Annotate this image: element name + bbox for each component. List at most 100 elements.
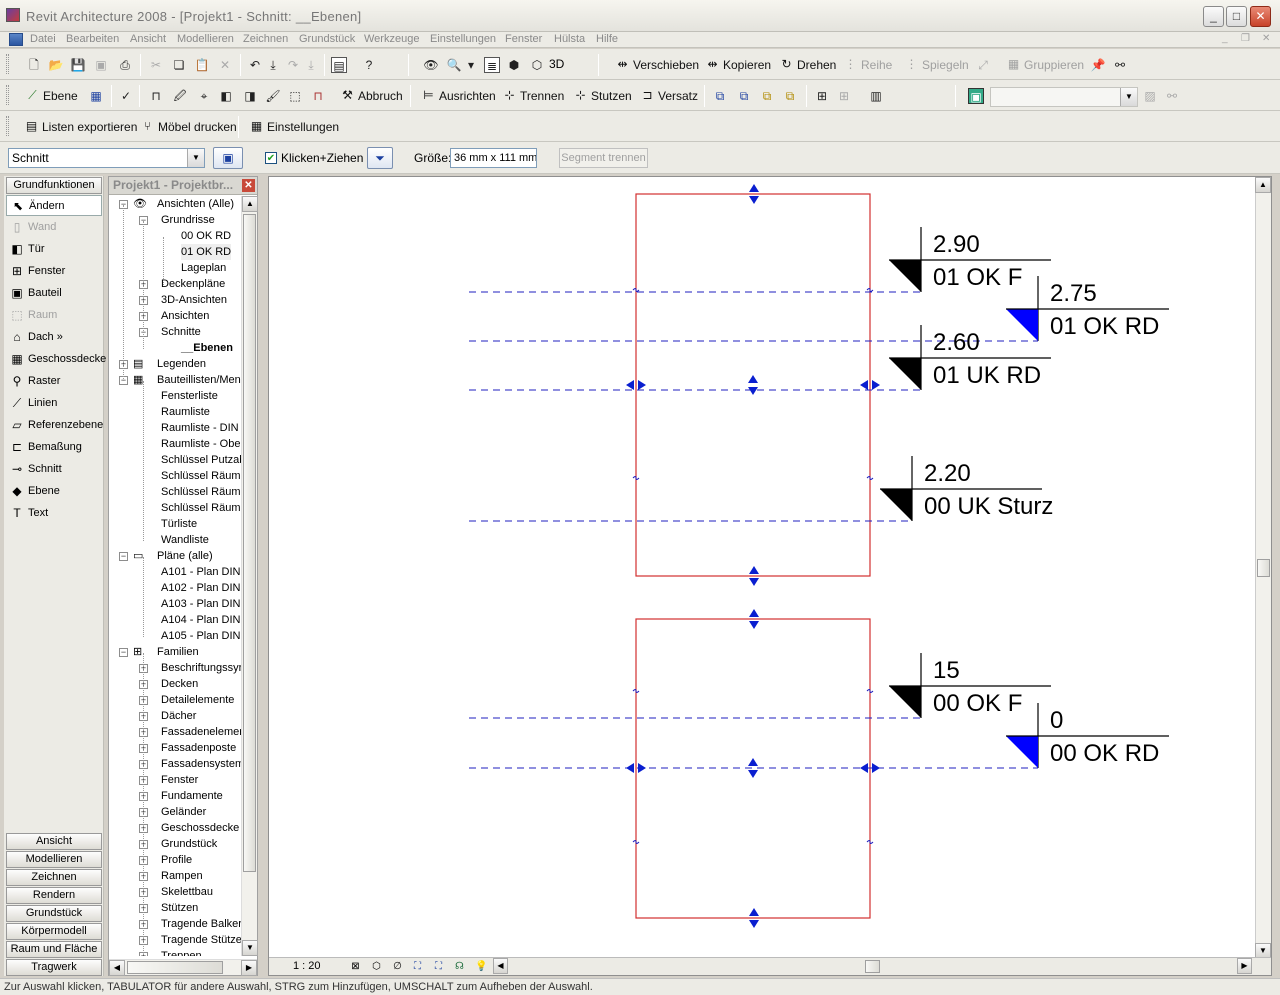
filter-button[interactable]: ⏷ — [367, 147, 393, 169]
palette-tab-tragwerk[interactable]: Tragwerk — [6, 959, 102, 976]
offset-button[interactable]: ⊐Versatz — [640, 87, 698, 105]
eye-view-icon[interactable]: 👁 — [423, 58, 439, 72]
properties-icon[interactable]: ▤ — [331, 57, 347, 73]
menu-einstellungen[interactable]: Einstellungen — [430, 33, 497, 45]
crop-view-icon[interactable]: ⛶ — [414, 961, 421, 972]
minimize-button[interactable]: _ — [1203, 6, 1224, 27]
tree-node[interactable]: Pläne (alle) — [157, 550, 213, 562]
edit-group-icon[interactable]: ⊞ — [838, 89, 850, 103]
tree-node[interactable]: Schlüssel Räume — [161, 486, 241, 498]
scroll-right-icon[interactable]: ▶ — [1237, 958, 1252, 974]
help-pointer-icon[interactable]: ? — [365, 58, 373, 72]
drag-handle-vertical[interactable] — [749, 566, 759, 586]
drag-handle-vertical[interactable] — [748, 375, 758, 395]
tree-node[interactable]: 00 OK RD — [181, 230, 232, 242]
toolbar-grip[interactable] — [6, 116, 9, 136]
eyedropper-icon[interactable]: 🖉 — [173, 89, 187, 103]
print-icon[interactable]: ⎙ — [120, 58, 130, 72]
palette-item-bauteil[interactable]: ▣Bauteil — [6, 283, 102, 304]
spellcheck-icon[interactable]: ✓ — [120, 89, 132, 103]
palette-tab-rendern[interactable]: Rendern — [6, 887, 102, 904]
level-elevation[interactable]: 15 — [933, 657, 960, 684]
menu-fenster[interactable]: Fenster — [505, 33, 543, 45]
level-elevation[interactable]: 2.60 — [933, 329, 980, 356]
thin-lines-icon[interactable]: ≣ — [484, 57, 500, 73]
level-5[interactable]: 000 OK RD — [469, 703, 1169, 769]
tree-node[interactable]: Familien — [157, 646, 199, 658]
menu-werkzeuge[interactable]: Werkzeuge — [364, 33, 420, 45]
zoom-list-icon[interactable]: ▾ — [467, 58, 475, 72]
pin-icon[interactable]: 📌 — [1090, 58, 1106, 72]
3d-default-icon[interactable]: ⬡ — [531, 58, 543, 72]
close-button[interactable]: ✕ — [1250, 6, 1271, 27]
undo-icon[interactable]: ↶ — [249, 58, 261, 72]
shadows-icon[interactable]: ∅ — [393, 961, 402, 972]
tree-node[interactable]: Detailelemente — [161, 694, 235, 706]
copy-clipboard-icon[interactable]: ⧉ — [715, 89, 725, 103]
menu-grundstueck[interactable]: Grundstück — [299, 33, 356, 45]
tree-node[interactable]: Fassadenposte — [161, 742, 237, 754]
palette-tab-grundstück[interactable]: Grundstück — [6, 905, 102, 922]
size-input[interactable]: 36 mm x 111 mm — [450, 148, 537, 168]
paste-level-icon[interactable]: ⧉ — [762, 89, 772, 103]
new-file-icon[interactable]: 🗋 — [29, 58, 39, 72]
wall-joins-icon[interactable]: ⊓ — [313, 89, 323, 103]
level-name[interactable]: 00 OK F — [933, 690, 1022, 717]
level-elevation[interactable]: 0 — [1050, 707, 1063, 734]
palette-item-fenster[interactable]: ⊞Fenster — [6, 261, 102, 282]
level-name[interactable]: 01 UK RD — [933, 362, 1041, 389]
palette-tab-ansicht[interactable]: Ansicht — [6, 833, 102, 850]
tree-node[interactable]: Fassadensystem — [161, 758, 241, 770]
toolbar-grip[interactable] — [6, 54, 9, 74]
measure-icon[interactable]: ⊓ — [151, 89, 161, 103]
tree-node[interactable]: Fenster — [161, 774, 199, 786]
level-name[interactable]: 01 OK RD — [1050, 313, 1159, 340]
palette-item-referenzebene[interactable]: ▱Referenzebene — [6, 415, 103, 436]
join-geometry-icon[interactable]: ◨ — [244, 89, 256, 103]
level-elevation[interactable]: 2.20 — [924, 460, 971, 487]
palette-item-bemaßung[interactable]: ⊏Bemaßung — [6, 437, 102, 458]
basics-tab-header[interactable]: Grundfunktionen — [6, 177, 102, 194]
tree-node[interactable]: Bauteillisten/Men — [157, 374, 241, 386]
tree-node[interactable]: Grundrisse — [161, 214, 215, 226]
paste-aligned-icon[interactable]: ⧉ — [739, 89, 749, 103]
tree-node[interactable]: Beschriftungssyr — [161, 662, 241, 674]
cut-icon[interactable]: ✂ — [150, 58, 162, 72]
print-furniture-button[interactable]: ⑂Möbel drucken — [140, 118, 237, 136]
palette-item-ändern[interactable]: ⬉Ändern — [6, 195, 102, 216]
tree-node[interactable]: Schlüssel Räume — [161, 470, 241, 482]
open-folder-icon[interactable]: 📂 — [48, 58, 64, 72]
canvas-vertical-scrollbar[interactable]: ▲ ▼ — [1255, 177, 1271, 959]
scroll-down-icon[interactable]: ▼ — [242, 940, 258, 956]
tree-node[interactable]: Skelettbau — [161, 886, 213, 898]
tree-node[interactable]: Ansichten (Alle) — [157, 198, 235, 210]
tree-node[interactable]: Geschossdecke — [161, 822, 240, 834]
drag-handle-horizontal[interactable] — [860, 380, 880, 390]
expand-toggle[interactable]: − — [119, 551, 128, 561]
mdi-close-icon[interactable]: ✕ — [1262, 33, 1271, 44]
palette-tab-modellieren[interactable]: Modellieren — [6, 851, 102, 868]
mirror-button[interactable]: ⋮Spiegeln — [905, 57, 969, 72]
maximize-button[interactable]: □ — [1226, 6, 1247, 27]
scroll-up-icon[interactable]: ▲ — [1255, 177, 1271, 193]
toolbar-grip[interactable] — [6, 85, 9, 105]
scroll-left-icon[interactable]: ◀ — [109, 960, 125, 976]
copy-icon[interactable]: ❏ — [173, 58, 185, 72]
detail-level-icon[interactable]: ⊠ — [351, 961, 360, 972]
drag-handle-horizontal[interactable] — [626, 380, 646, 390]
tree-node[interactable]: Raumliste - Ober — [161, 438, 241, 450]
expand-toggle[interactable]: − — [119, 647, 128, 657]
move-button[interactable]: ⇹Verschieben — [615, 56, 699, 74]
browser-vertical-scrollbar[interactable]: ▲ ▼ — [241, 196, 258, 956]
palette-tab-zeichnen[interactable]: Zeichnen — [6, 869, 102, 886]
scroll-left-icon[interactable]: ◀ — [493, 958, 508, 974]
redo-icon[interactable]: ↷ — [287, 58, 299, 72]
tree-node[interactable]: Türliste — [161, 518, 198, 530]
menu-zeichnen[interactable]: Zeichnen — [243, 33, 289, 45]
drag-handle-horizontal[interactable] — [626, 763, 646, 773]
mdi-restore-icon[interactable]: ❐ — [1241, 33, 1250, 44]
